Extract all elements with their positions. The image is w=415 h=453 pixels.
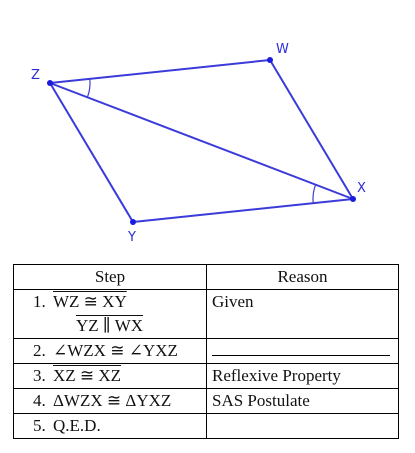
step-number: 3.	[33, 366, 46, 385]
step-statement: WZ ≅ XY	[53, 292, 127, 311]
segment-yz	[49, 82, 134, 223]
reason-cell[interactable]	[206, 338, 399, 364]
reason-cell: Reflexive Property	[206, 363, 399, 389]
segment-wx	[269, 59, 354, 200]
step-cell: 1. WZ ≅ XY YZ ∥ WX	[13, 289, 207, 339]
label-x: X	[357, 181, 366, 196]
label-y: Y	[127, 230, 136, 245]
proof-row: 5. Q.E.D.	[13, 413, 399, 439]
step-number: 1.	[33, 292, 46, 311]
angle-arc-wzx	[86, 78, 91, 98]
parallelogram-diagram: W X Y Z	[31, 42, 366, 245]
diagonal-zx	[49, 82, 354, 200]
reason-cell: Given	[206, 289, 399, 339]
segment-zw	[49, 59, 271, 84]
step-statement: ∠WZX ≅ ∠YXZ	[53, 341, 178, 360]
label-w: W	[276, 42, 289, 57]
proof-row: 1. WZ ≅ XY YZ ∥ WX Given	[13, 289, 399, 339]
point-w	[267, 57, 273, 63]
step-statement: Q.E.D.	[53, 416, 101, 435]
point-x	[350, 196, 356, 202]
proof-table: Step Reason 1. WZ ≅ XY YZ ∥ WX Given 2. ∠W…	[13, 264, 399, 439]
step-statement: XZ ≅ XZ	[53, 366, 122, 385]
reason-cell: SAS Postulate	[206, 388, 399, 414]
step-cell: 2. ∠WZX ≅ ∠YXZ	[13, 338, 207, 364]
proof-row: 3. XZ ≅ XZ Reflexive Property	[13, 363, 399, 389]
step-header: Step	[13, 264, 207, 290]
step-statement: ΔWZX ≅ ΔYXZ	[53, 391, 172, 410]
proof-header-row: Step Reason	[13, 264, 399, 290]
step-number: 5.	[33, 416, 46, 435]
reason-cell	[206, 413, 399, 439]
reason-header: Reason	[206, 264, 399, 290]
step-number: 4.	[33, 391, 46, 410]
reason-blank[interactable]	[212, 342, 390, 356]
point-z	[47, 80, 53, 86]
step-cell: 4. ΔWZX ≅ ΔYXZ	[13, 388, 207, 414]
point-y	[130, 219, 136, 225]
step-cell: 5. Q.E.D.	[13, 413, 207, 439]
proof-row: 4. ΔWZX ≅ ΔYXZ SAS Postulate	[13, 388, 399, 414]
step-statement-line2: YZ ∥ WX	[76, 316, 144, 335]
proof-row: 2. ∠WZX ≅ ∠YXZ	[13, 338, 399, 364]
label-z: Z	[31, 68, 40, 83]
angle-arc-yxz	[312, 184, 317, 204]
step-number: 2.	[33, 341, 46, 360]
step-cell: 3. XZ ≅ XZ	[13, 363, 207, 389]
segment-xy	[132, 198, 354, 223]
